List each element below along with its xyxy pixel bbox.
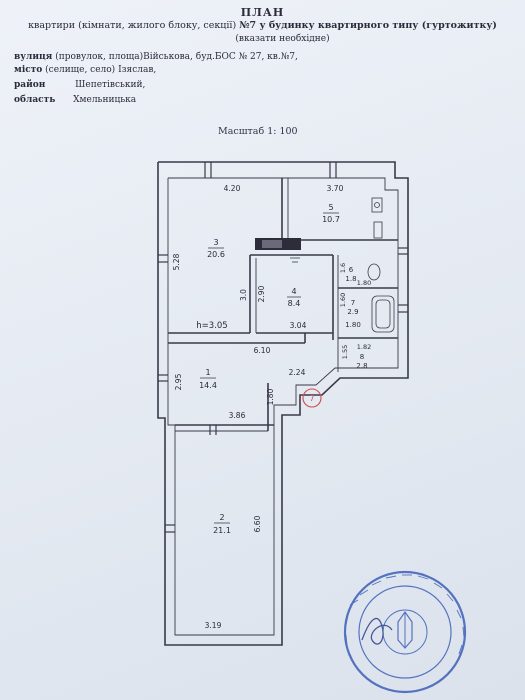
region-label: область	[14, 95, 56, 105]
street-hint: (провулок, площа)	[55, 52, 144, 62]
dim-r1-bottom: 3.86	[229, 411, 246, 420]
region-value: Хмельницька	[73, 95, 137, 105]
dim-left-r3: 5.28	[172, 253, 181, 270]
plan-scale: Масштаб 1: 100	[218, 126, 298, 137]
room-6-number: 6	[349, 266, 354, 274]
walls	[157, 161, 409, 646]
signature	[361, 617, 393, 645]
fixtures	[290, 197, 395, 333]
room-7-area: 2.9	[347, 308, 358, 316]
street-label: вулиця	[14, 52, 53, 62]
room-4-number: 4	[291, 287, 296, 296]
subtitle-bold: №7 у будинку квартирного типу (гуртожитк…	[239, 20, 497, 31]
document-hint: (вказати необхідне)	[235, 34, 330, 44]
kitchen-sink-icon	[371, 197, 383, 213]
city-label: місто	[14, 65, 43, 75]
kitchen-stove-icon	[373, 221, 383, 239]
entry-mark: 7	[310, 394, 315, 403]
city-hint: (селище, село)	[45, 65, 116, 75]
room-8-number: 8	[360, 353, 364, 361]
room-8-area: 2.8	[356, 362, 367, 370]
outer-wall-inner	[167, 177, 399, 636]
dim-r7-h: 1.60	[339, 293, 347, 307]
room-5-number: 5	[328, 203, 333, 212]
dim-r1-right-h: 1.80	[266, 388, 275, 405]
dimension-labels: 4.20 3.70 5.28 3.0 2.90 1.80 1.6 1.60 1.…	[172, 184, 371, 630]
bathtub-icon	[371, 295, 395, 333]
room-2-area: 21.1	[213, 526, 231, 535]
room-4-area: 8.4	[288, 299, 301, 308]
address-region: область Хмельницька	[14, 95, 136, 105]
street-value: Військова, буд.БОС № 27, кв.№7,	[143, 52, 298, 62]
dim-r2-right: 6.60	[253, 515, 262, 532]
room-labels: 3 20.6 5 10.7 4 8.4 6 1.8 7 2.9 8 2.8 1 …	[199, 203, 367, 535]
dim-r6-w: 1.80	[357, 279, 371, 287]
district-value: Шепетівський,	[75, 80, 146, 90]
windows	[158, 162, 408, 533]
district-label: район	[14, 80, 46, 90]
dim-r4-left: 2.90	[257, 285, 266, 302]
dim-r1-right: 2.24	[289, 368, 306, 377]
room-3-area: 20.6	[207, 250, 225, 259]
room-3-number: 3	[213, 238, 218, 247]
entry-circle	[302, 388, 322, 408]
dim-top-right: 3.70	[327, 184, 344, 193]
dim-r1-left: 2.95	[174, 373, 183, 390]
dim-corridor: 6.10	[254, 346, 271, 355]
dim-r3-inner: 3.0	[239, 289, 248, 301]
dim-top-left: 4.20	[224, 184, 241, 193]
room-6-area: 1.8	[345, 275, 356, 283]
address-district: район Шепетівський,	[14, 80, 145, 90]
document-title: ПЛАН	[240, 6, 285, 19]
room-2-number: 2	[219, 513, 224, 522]
document-subtitle: квартири (кімнати, жилого блоку, секції)…	[0, 20, 525, 31]
outer-wall	[157, 161, 409, 646]
stove-inner	[262, 240, 282, 248]
dim-r2-bottom: 3.19	[205, 621, 222, 630]
dim-r4-bottom: 3.04	[290, 321, 307, 330]
dim-r8-h: 1.55	[341, 345, 349, 359]
address-street: вулиця (провулок, площа)Військова, буд.Б…	[14, 52, 298, 62]
city-value: Ізяслав,	[118, 65, 157, 75]
room-1-number: 1	[205, 368, 210, 377]
room-5-area: 10.7	[322, 215, 340, 224]
dim-r8-w: 1.82	[357, 343, 371, 351]
room-1-area: 14.4	[199, 381, 217, 390]
subtitle-normal: квартири (кімнати, жилого блоку, секції)	[28, 20, 237, 31]
dim-r7-w: 1.80	[345, 321, 361, 329]
official-stamp	[343, 570, 467, 694]
dim-r6-h: 1.6	[339, 263, 347, 273]
address-city: місто (селище, село) Ізяслав,	[14, 65, 156, 75]
stamp-ring-text	[345, 574, 465, 664]
toilet-icon	[367, 263, 381, 281]
ceiling-height: h=3.05	[196, 321, 227, 331]
room-7-number: 7	[351, 299, 355, 307]
